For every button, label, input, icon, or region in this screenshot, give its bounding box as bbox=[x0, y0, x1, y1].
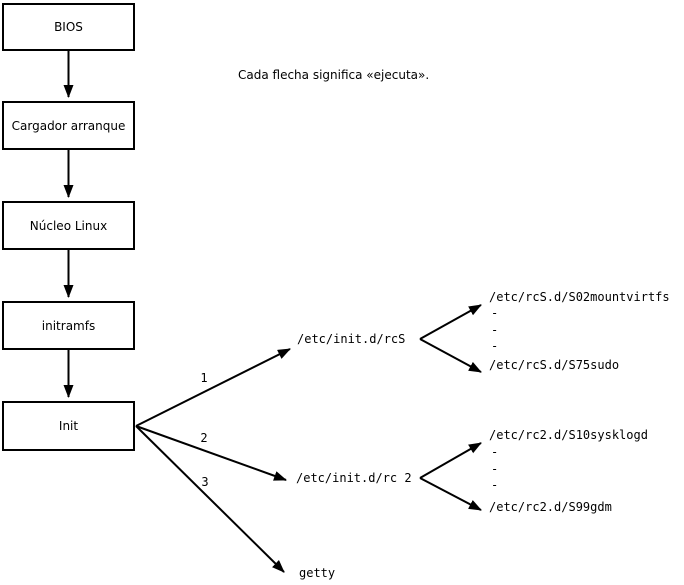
branch-order-label-3: 3 bbox=[201, 475, 208, 489]
branch-order-label-1: 1 bbox=[200, 371, 207, 385]
rc2-ellipsis-dash-2: - bbox=[491, 462, 498, 476]
bios-box-outline bbox=[2, 3, 135, 51]
initramfs-box-label: initramfs bbox=[42, 319, 95, 333]
init-box-outline bbox=[2, 401, 135, 451]
branch-order-label-2: 2 bbox=[200, 431, 207, 445]
arrow-init-to-rcS bbox=[135, 348, 291, 427]
rc2-first-script-label: /etc/rc2.d/S10sysklogd bbox=[489, 428, 648, 442]
arrow-rcS-to-last-script bbox=[419, 338, 482, 373]
flow-box-kernel: Núcleo Linux bbox=[2, 201, 135, 250]
bootloader-box-outline bbox=[2, 101, 135, 150]
init-box-label: Init bbox=[59, 419, 78, 433]
flow-box-initramfs: initramfs bbox=[2, 301, 135, 350]
rc2-last-script-label: /etc/rc2.d/S99gdm bbox=[489, 500, 612, 514]
rc2-ellipsis-dash-1: - bbox=[491, 445, 498, 459]
arrow-init-to-rc2 bbox=[135, 425, 287, 481]
arrow-rcS-to-first-script bbox=[419, 304, 482, 340]
rcS-ellipsis-dash-3: - bbox=[491, 339, 498, 353]
rcS-ellipsis-dash-1: - bbox=[491, 306, 498, 320]
flow-box-bootloader: Cargador arranque bbox=[2, 101, 135, 150]
rcS-first-script-label: /etc/rcS.d/S02mountvirtfs bbox=[489, 290, 670, 304]
kernel-box-label: Núcleo Linux bbox=[30, 219, 107, 233]
rc2-ellipsis-dash-3: - bbox=[491, 478, 498, 492]
rcS-script-label: /etc/init.d/rcS bbox=[297, 332, 405, 346]
getty-label: getty bbox=[299, 566, 335, 580]
arrow-rc2-to-last-script bbox=[419, 477, 482, 511]
flow-box-bios: BIOS bbox=[2, 3, 135, 51]
kernel-box-outline bbox=[2, 201, 135, 250]
flow-box-init: Init bbox=[2, 401, 135, 451]
arrow-init-to-getty bbox=[135, 425, 285, 573]
bios-box-label: BIOS bbox=[54, 20, 83, 34]
initramfs-box-outline bbox=[2, 301, 135, 350]
rcS-ellipsis-dash-2: - bbox=[491, 323, 498, 337]
bootloader-box-label: Cargador arranque bbox=[12, 119, 126, 133]
arrow-meaning-note: Cada flecha significa «ejecuta». bbox=[238, 68, 429, 82]
rcS-last-script-label: /etc/rcS.d/S75sudo bbox=[489, 358, 619, 372]
rc2-script-label: /etc/init.d/rc 2 bbox=[296, 471, 412, 485]
arrow-rc2-to-first-script bbox=[419, 442, 482, 479]
